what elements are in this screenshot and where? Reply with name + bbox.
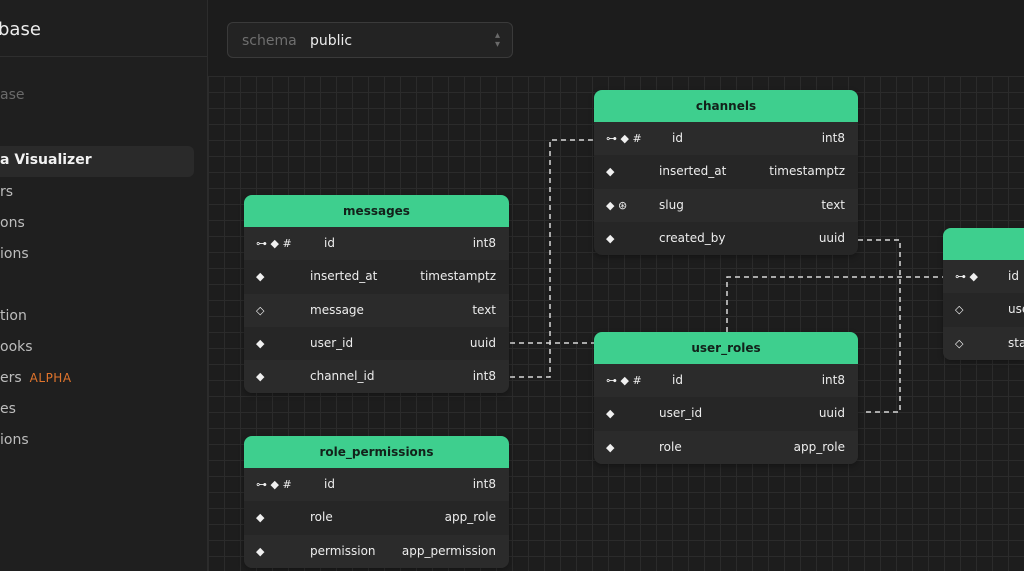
sidebar-item-roles[interactable]: es	[0, 401, 16, 417]
column-name: permission	[310, 543, 376, 558]
table-row: ◆ permission app_permission	[244, 534, 509, 568]
not-null-icon: ◆	[256, 336, 265, 350]
not-null-icon: ◆	[606, 407, 615, 421]
column-type: app_role	[793, 439, 845, 454]
table-row: ◆ user_id uuid	[594, 397, 858, 430]
chevron-updown-icon: ▴▾	[494, 30, 500, 50]
table-user-roles[interactable]: user_roles ⊶ ◆ # id int8 ◆ user_id uuid ◆ rol…	[594, 332, 858, 464]
primary-key-icon: ⊶ ◆	[955, 270, 978, 283]
table-header: channels	[594, 90, 858, 122]
table-row: ◆ ⊛ slug text	[594, 188, 858, 222]
column-name: sta	[1008, 335, 1024, 350]
column-name: id	[1008, 269, 1019, 283]
sidebar-item-database[interactable]: ase	[0, 87, 25, 103]
table-row: ◇ sta	[943, 326, 1024, 360]
sidebar-item-wrappers[interactable]: ers ALPHA	[0, 370, 72, 386]
column-name: inserted_at	[659, 164, 727, 179]
not-null-icon: ◆	[256, 270, 265, 284]
column-name: use	[1008, 302, 1024, 317]
column-type: text	[821, 197, 845, 212]
table-row: ◆ role app_role	[594, 430, 858, 464]
schema-select[interactable]: schema public ▴▾	[227, 22, 513, 58]
column-name: id	[324, 477, 335, 491]
table-row: ⊶ ◆ # id int8	[244, 227, 509, 261]
column-type: timestamptz	[420, 269, 496, 284]
table-messages[interactable]: messages ⊶ ◆ # id int8 ◆ inserted_at timesta…	[244, 195, 509, 394]
column-name: id	[324, 236, 335, 250]
primary-key-icon: ⊶ ◆ #	[606, 374, 642, 387]
not-null-icon: ◆	[606, 165, 615, 179]
table-row: ◆ created_by uuid	[594, 222, 858, 255]
sidebar-item-label: ers	[0, 370, 22, 386]
schema-select-value: public	[310, 33, 353, 49]
column-type: app_role	[444, 510, 496, 525]
table-row: ◆ user_id uuid	[244, 327, 509, 360]
column-type: timestamptz	[769, 164, 845, 179]
sidebar-divider	[0, 56, 207, 57]
table-row: ◇ message text	[244, 293, 509, 327]
sidebar-item-replication[interactable]: tion	[0, 308, 27, 324]
not-null-icon: ◆	[606, 231, 615, 245]
sidebar: base ase a Visualizer rs ons ions tion o…	[0, 0, 208, 571]
alpha-badge: ALPHA	[29, 371, 72, 385]
primary-key-icon: ⊶ ◆ #	[256, 478, 292, 491]
sidebar-item-schema-visualizer[interactable]: a Visualizer	[0, 146, 194, 177]
table-row: ◇ use	[943, 293, 1024, 326]
table-header	[943, 228, 1024, 260]
nullable-icon: ◇	[256, 303, 265, 317]
column-type: int8	[472, 236, 496, 250]
table-row: ⊶ ◆ # id int8	[594, 122, 858, 156]
table-row: ◆ inserted_at timestamptz	[244, 260, 509, 293]
primary-key-icon: ⊶ ◆ #	[606, 132, 642, 145]
column-name: slug	[659, 197, 684, 212]
column-name: id	[672, 131, 683, 145]
column-type: int8	[472, 477, 496, 491]
column-type: int8	[821, 373, 845, 387]
not-null-icon: ◆	[256, 370, 265, 384]
sidebar-item-webhooks[interactable]: ooks	[0, 339, 33, 355]
not-null-icon: ◆	[256, 544, 265, 558]
not-null-icon: ◆	[606, 440, 615, 454]
column-name: message	[310, 302, 364, 317]
column-name: role	[310, 510, 333, 525]
primary-key-icon: ⊶ ◆ #	[256, 237, 292, 250]
column-type: int8	[821, 131, 845, 145]
table-row: ◆ inserted_at timestamptz	[594, 155, 858, 188]
unique-icon: ◆ ⊛	[606, 198, 628, 212]
column-name: inserted_at	[310, 269, 378, 284]
table-header: messages	[244, 195, 509, 227]
table-channels[interactable]: channels ⊶ ◆ # id int8 ◆ inserted_at timesta…	[594, 90, 858, 256]
column-name: created_by	[659, 230, 726, 245]
table-row: ⊶ ◆ # id int8	[244, 468, 509, 502]
sidebar-item-functions[interactable]: ons	[0, 215, 25, 231]
nullable-icon: ◇	[955, 336, 964, 350]
sidebar-item-migrations[interactable]: ions	[0, 432, 29, 448]
sidebar-item-tables[interactable]: rs	[0, 184, 14, 200]
column-type: uuid	[469, 335, 496, 350]
table-users[interactable]: ⊶ ◆ id ◇ use ◇ sta	[943, 228, 1024, 360]
column-name: id	[672, 373, 683, 387]
column-type: uuid	[818, 406, 845, 421]
project-title: base	[0, 19, 41, 40]
column-name: channel_id	[310, 369, 375, 384]
table-row: ◆ channel_id int8	[244, 360, 509, 394]
column-name: user_id	[659, 406, 703, 421]
not-null-icon: ◆	[256, 511, 265, 525]
column-type: uuid	[818, 230, 845, 245]
column-name: user_id	[310, 335, 354, 350]
table-header: user_roles	[594, 332, 858, 364]
table-row: ⊶ ◆ id	[943, 260, 1024, 294]
column-type: text	[472, 302, 496, 317]
table-header: role_permissions	[244, 436, 509, 468]
column-type: int8	[472, 369, 496, 384]
table-row: ◆ role app_role	[244, 501, 509, 534]
sidebar-item-label: a Visualizer	[0, 152, 92, 168]
column-type: app_permission	[401, 543, 496, 558]
nullable-icon: ◇	[955, 303, 964, 317]
column-name: role	[659, 439, 682, 454]
table-row: ⊶ ◆ # id int8	[594, 364, 858, 398]
table-role-permissions[interactable]: role_permissions ⊶ ◆ # id int8 ◆ role app_ro…	[244, 436, 509, 568]
schema-select-label: schema	[242, 33, 297, 49]
sidebar-item-extensions[interactable]: ions	[0, 246, 29, 262]
